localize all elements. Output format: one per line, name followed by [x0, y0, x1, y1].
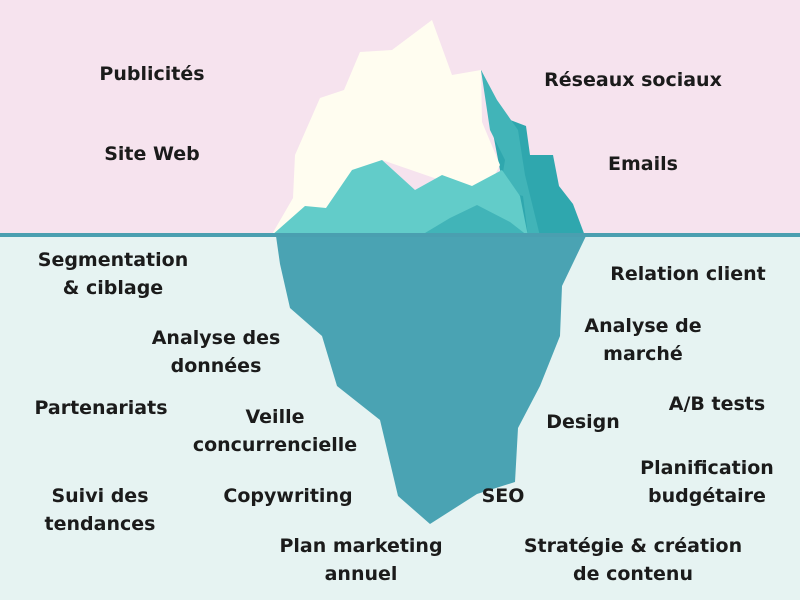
label-analyse-donnees: Analyse des données [151, 327, 281, 377]
label-segmentation: Segmentation & ciblage [37, 249, 189, 299]
label-planification: Planification budgétaire [640, 457, 774, 507]
label-relation-client: Relation client [610, 263, 766, 285]
iceberg-tip-shadow [420, 205, 528, 236]
label-plan-marketing: Plan marketing annuel [279, 535, 443, 585]
iceberg-tip-dark-face [481, 70, 585, 236]
label-veille: Veille concurrencielle [192, 406, 358, 456]
label-publicites: Publicités [99, 63, 205, 85]
label-partenariats: Partenariats [34, 397, 168, 419]
label-emails: Emails [608, 153, 678, 175]
label-seo: SEO [481, 485, 525, 507]
label-copywriting: Copywriting [223, 485, 353, 507]
iceberg-tip-snow [271, 20, 500, 236]
label-site-web: Site Web [104, 143, 200, 165]
label-reseaux-sociaux: Réseaux sociaux [544, 69, 722, 91]
label-strategie-contenu: Stratégie & création de contenu [523, 535, 743, 585]
label-ab-tests: A/B tests [668, 393, 766, 415]
label-suivi-tendances: Suivi des tendances [44, 485, 156, 535]
label-design: Design [546, 411, 620, 433]
water-line [0, 233, 800, 237]
label-analyse-marche: Analyse de marché [584, 315, 702, 365]
iceberg-submerged [276, 236, 586, 524]
iceberg-tip-mid-face [481, 70, 540, 236]
